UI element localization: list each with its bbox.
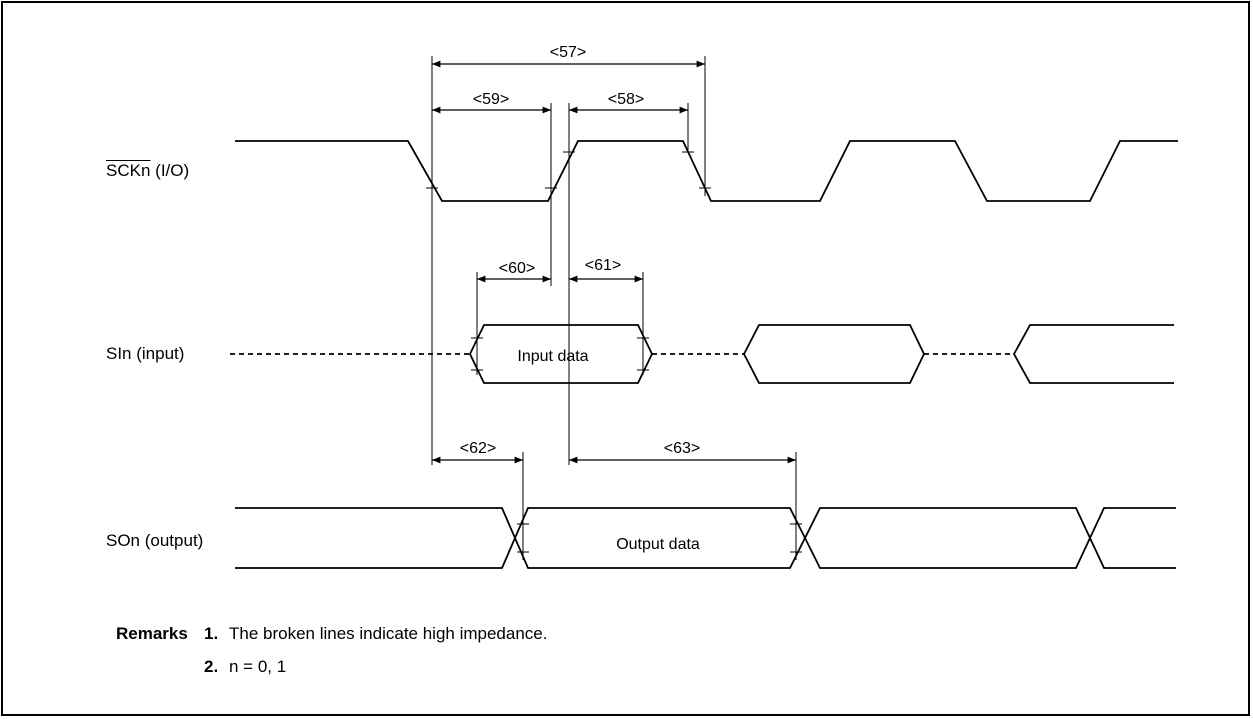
label-60: <60>	[499, 260, 535, 277]
label-61: <61>	[585, 257, 621, 274]
si-data-cell-2	[742, 324, 925, 384]
label-62: <62>	[460, 440, 496, 457]
input-data-label: Input data	[517, 348, 588, 365]
remarks-heading: Remarks	[116, 624, 188, 643]
signal-label-so: SOn (output)	[106, 531, 204, 550]
remarks-item2-number: 2.	[204, 657, 219, 676]
so-waveform-top	[235, 507, 1176, 569]
label-63: <63>	[664, 440, 700, 457]
sck-waveform	[235, 140, 1178, 202]
output-data-label: Output data	[616, 536, 700, 553]
signal-label-sck-dir: (I/O)	[155, 161, 190, 180]
signal-label-sck-name: SCKn	[106, 161, 151, 180]
remarks-item2-text: n = 0, 1	[229, 657, 287, 676]
label-58: <58>	[608, 91, 644, 108]
label-59: <59>	[473, 91, 509, 108]
signal-label-si: SIn (input)	[106, 344, 185, 363]
label-57: <57>	[550, 44, 586, 61]
remarks-item1-text: The broken lines indicate high impedance…	[229, 624, 548, 643]
signal-label-sck: SCKn (I/O)	[106, 161, 189, 181]
so-waveform-bottom	[235, 507, 1176, 569]
si-data-cell-3	[1012, 324, 1174, 384]
remarks-item1-number: 1.	[204, 624, 219, 643]
measure-ticks	[426, 151, 802, 553]
